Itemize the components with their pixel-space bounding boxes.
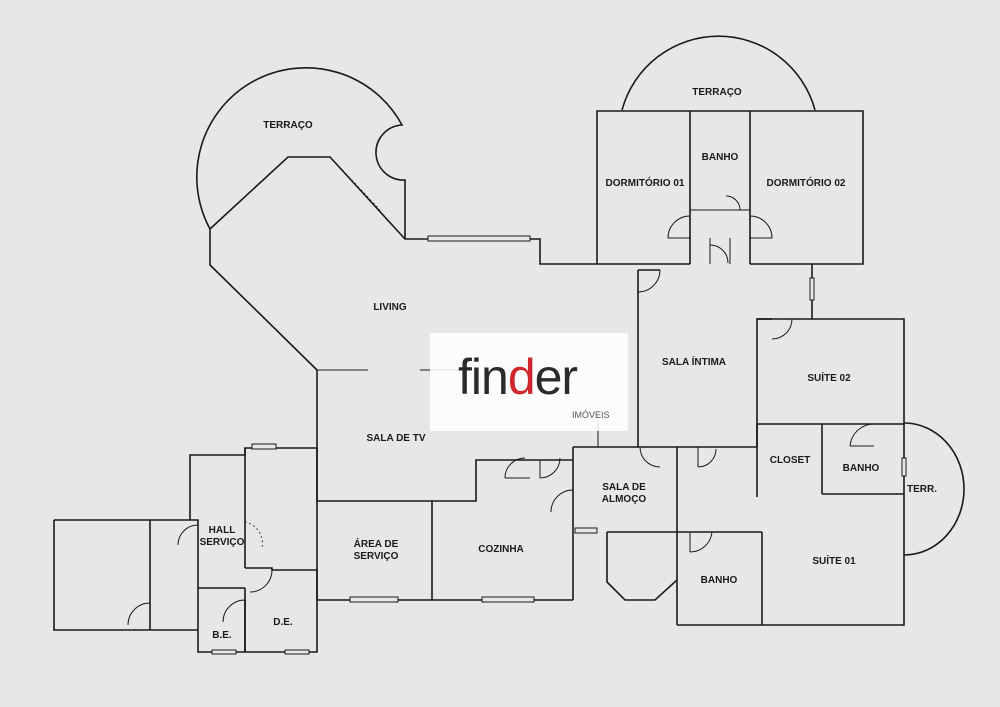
terrace-top-outline: [621, 35, 816, 111]
logo-part-3: er: [534, 349, 578, 405]
label-hall-servico-2: SERVIÇO: [200, 537, 245, 548]
label-dormitorio-01: DORMITÓRIO 01: [606, 176, 685, 189]
label-living: LIVING: [373, 302, 407, 313]
logo-watermark: [430, 333, 628, 431]
label-be: B.E.: [212, 630, 232, 641]
label-terraco-top: TERRAÇO: [692, 87, 742, 98]
label-sala-tv: SALA DE TV: [366, 433, 425, 444]
label-de: D.E.: [273, 617, 293, 628]
label-banho-suite: BANHO: [843, 463, 880, 474]
label-area-servico-2: SERVIÇO: [354, 551, 399, 562]
label-suite-02: SUÍTE 02: [807, 371, 851, 384]
label-cozinha: COZINHA: [478, 544, 524, 555]
bedroom-block: [596, 110, 864, 265]
label-hall-servico-1: HALL: [209, 525, 236, 536]
label-sala-intima: SALA ÍNTIMA: [662, 355, 726, 368]
label-suite-01: SUÍTE 01: [812, 554, 856, 567]
label-area-servico-1: ÁREA DE: [354, 537, 399, 550]
logo-part-accent: d: [507, 349, 536, 405]
service-wing: [53, 443, 318, 655]
suite-block: [677, 318, 907, 626]
label-terraco-left: TERRAÇO: [263, 120, 313, 131]
service-core: [317, 415, 763, 625]
label-terr: TERR.: [907, 484, 937, 495]
label-sala-almoco-1: SALA DE: [602, 482, 646, 493]
finder-logo: finder: [458, 349, 578, 405]
label-banho-bottom: BANHO: [701, 575, 738, 586]
logo-subtitle: IMÓVEIS: [572, 410, 610, 420]
terrace-right-outline: [903, 422, 965, 556]
label-dormitorio-02: DORMITÓRIO 02: [767, 176, 846, 189]
label-sala-almoco-2: ALMOÇO: [602, 494, 647, 505]
label-closet: CLOSET: [770, 455, 811, 466]
label-banho-top: BANHO: [702, 152, 739, 163]
terrace-left-outline: [196, 67, 406, 239]
logo-part-1: fin: [458, 349, 509, 405]
